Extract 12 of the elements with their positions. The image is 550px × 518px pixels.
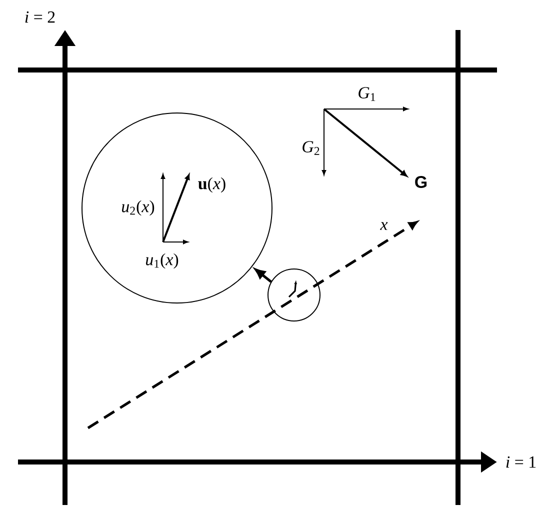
vector-label: u$_{2}$(x) <box>122 200 154 216</box>
vector-label: G <box>415 176 427 188</box>
vector-label: u(x) <box>198 177 226 193</box>
vector-label: u$_{1}$(x) <box>146 253 178 269</box>
magnified-circle <box>82 112 272 304</box>
axis-label: x <box>380 222 388 230</box>
vector-label: G$_{1}$ <box>358 87 376 101</box>
vector-label: G$_{2}$ <box>302 141 320 155</box>
axis-label: i = 2 <box>25 11 55 23</box>
magnify-arrow <box>254 268 272 283</box>
magnified-circle <box>268 268 320 322</box>
axis-label: i = 1 <box>506 456 536 468</box>
